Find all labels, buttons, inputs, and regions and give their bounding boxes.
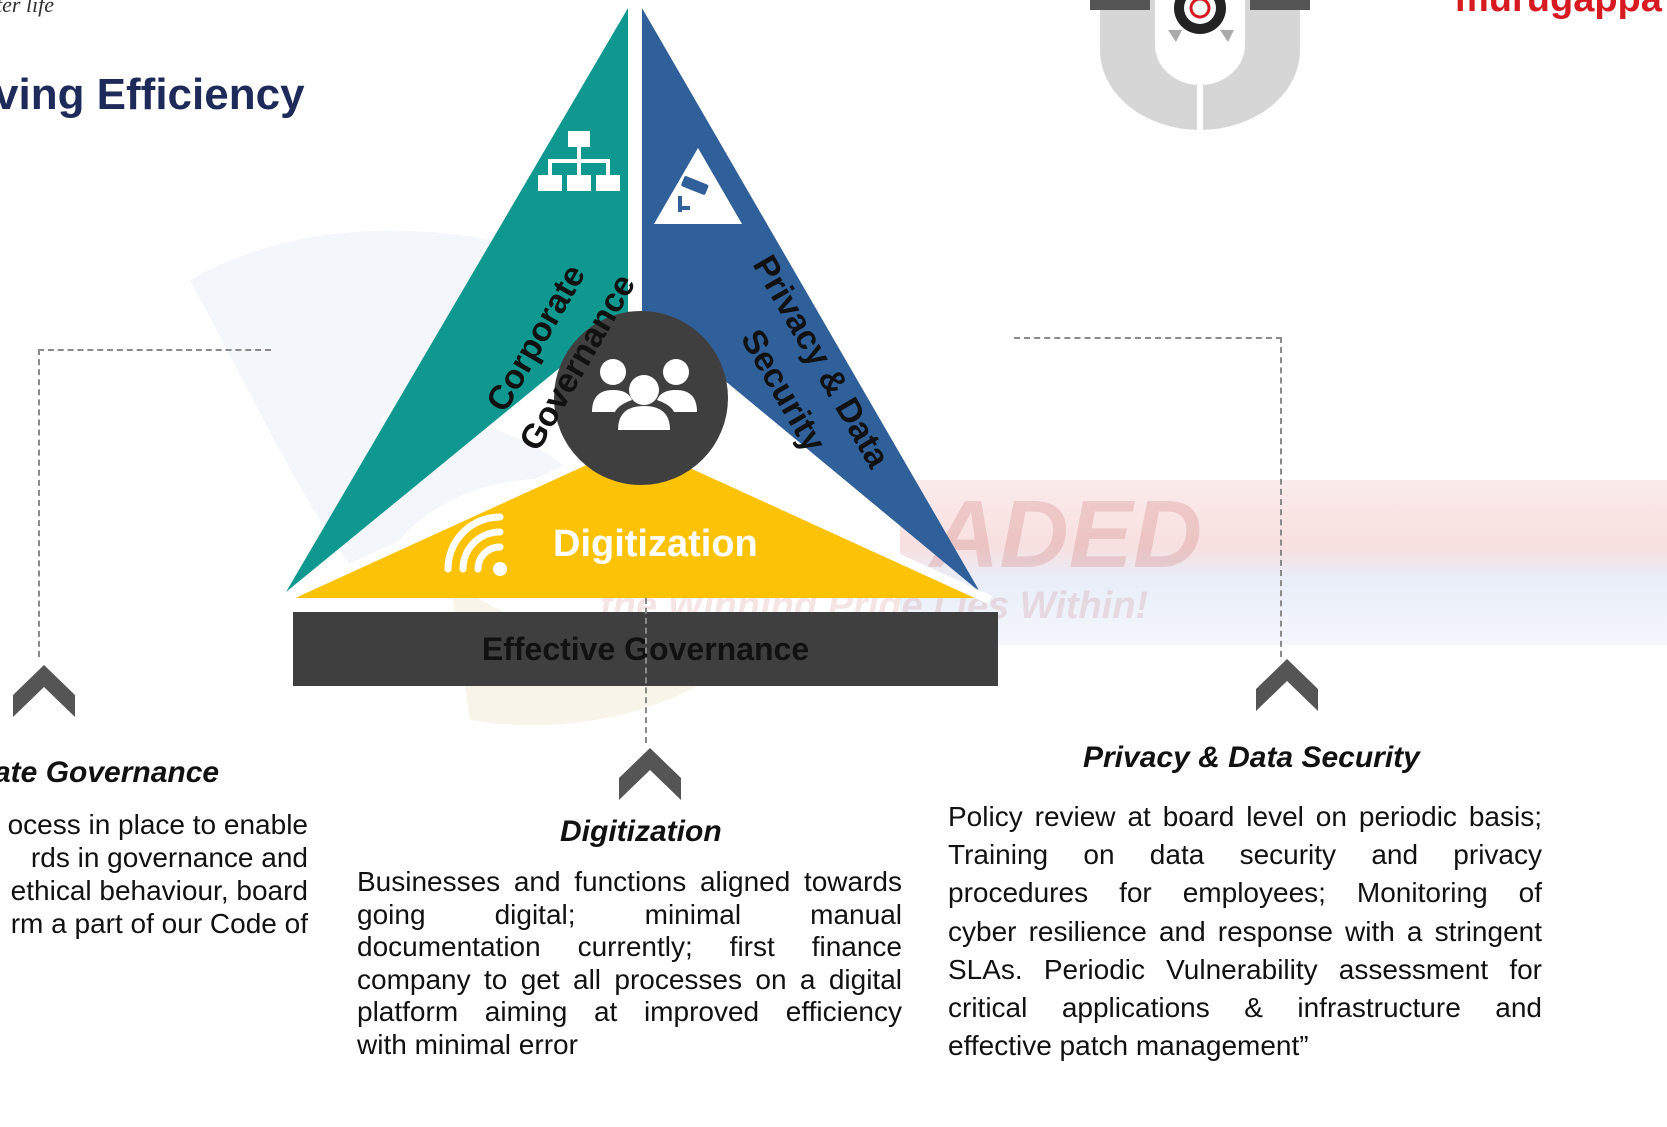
corporate-governance-segment [286, 8, 628, 592]
right-body-line: SLAs. Periodic Vulnerability assessment … [948, 953, 1542, 985]
right-body-line: procedures for employees; Monitoring of [948, 877, 1542, 909]
left-connector-horizontal [38, 349, 271, 351]
brand-logo-graphic [1090, 0, 1310, 130]
right-connector-horizontal [1014, 337, 1282, 339]
middle-body-line: going digital; minimal manual [357, 898, 902, 930]
right-body-line: Training on data security and privacy [948, 839, 1542, 871]
right-body-line: critical applications & infrastructure a… [948, 992, 1542, 1024]
middle-body-line: company to get all processes on a digita… [357, 963, 902, 995]
middle-chevron-up-icon [619, 748, 681, 800]
company-tagline: ter life [0, 0, 55, 17]
cctv-camera-icon [654, 148, 742, 224]
middle-body-line: with minimal error [357, 1028, 578, 1060]
privacy-data-security-segment [642, 8, 980, 592]
right-body-line: Policy review at board level on periodic… [948, 801, 1542, 832]
left-section-title: ate Governance [0, 756, 220, 789]
left-section-body: ocess in place to enable rds in governan… [0, 808, 308, 940]
wifi-signal-icon [444, 513, 507, 576]
middle-body-line: documentation currently; first finance [357, 931, 902, 962]
right-section-body: Policy review at board level on periodic… [948, 798, 1542, 1065]
right-section-title: Privacy & Data Security [1083, 741, 1420, 774]
right-body-line: cyber resilience and response with a str… [948, 915, 1542, 947]
left-connector-vertical [38, 349, 40, 657]
left-body-line: rm a part of our Code of [10, 908, 308, 939]
org-chart-icon [538, 131, 620, 191]
brand-name: murugappa [1455, 0, 1662, 21]
governance-triangle-diagram: Corporate Governance Privacy & Data Secu… [280, 4, 992, 605]
left-body-line: rds in governance and [30, 842, 308, 873]
middle-body-line: Businesses and functions aligned towards [357, 866, 902, 897]
watermark-band [900, 480, 1667, 645]
right-chevron-up-icon [1256, 659, 1318, 711]
page-title: ving Efficiency [0, 70, 305, 119]
middle-section-title: Digitization [560, 815, 722, 848]
digitization-label: Digitization [553, 523, 758, 565]
watermark-word: ADED [930, 481, 1203, 588]
right-connector-vertical [1280, 337, 1282, 657]
group-people-icon [592, 359, 697, 430]
left-body-line: ethical behaviour, board [10, 875, 308, 906]
middle-body-line: platform aiming at improved efficiency [357, 996, 902, 1027]
middle-section-body: Businesses and functions aligned towards… [357, 866, 902, 1061]
left-chevron-up-icon [13, 665, 75, 717]
right-body-line: effective patch management” [948, 1030, 1309, 1062]
left-body-line: ocess in place to enable [7, 809, 308, 840]
digitization-segment [288, 440, 978, 598]
middle-connector-vertical [645, 598, 647, 743]
